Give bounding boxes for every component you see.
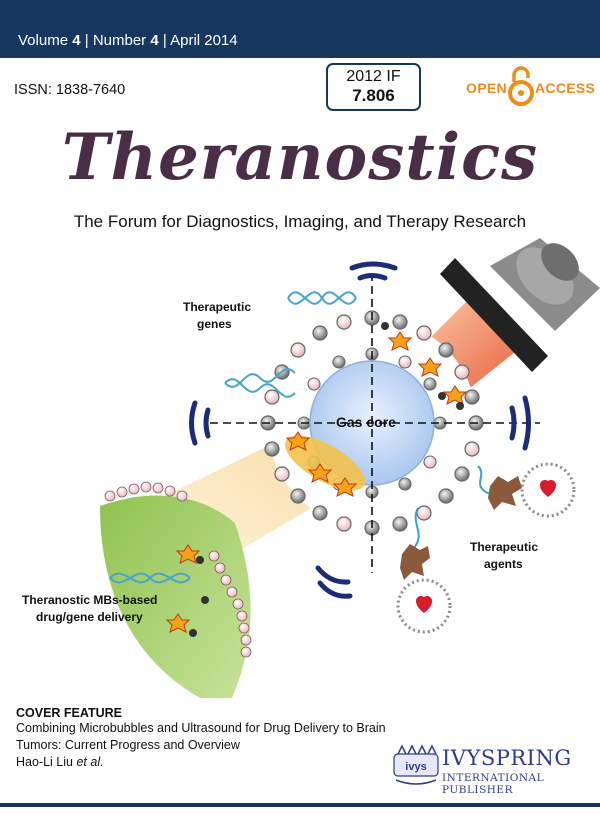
padlock-icon <box>508 66 534 106</box>
publisher-logo: ivys IVYSPRING INTERNATIONAL PUBLISHER <box>392 742 597 796</box>
therapeutic-agent-1 <box>477 462 576 518</box>
cover-feature-heading: COVER FEATURE <box>16 706 123 720</box>
cover-illustration: Therapeutic genes Gas core Therapeutic a… <box>22 238 600 698</box>
issue-number: 4 <box>150 32 159 49</box>
membrane-lipid-heads <box>104 481 252 658</box>
publisher-name: IVYSPRING <box>442 746 572 770</box>
ultrasound-transducer <box>440 238 600 372</box>
publisher-subtitle: INTERNATIONAL PUBLISHER <box>442 772 545 796</box>
journal-subtitle: The Forum for Diagnostics, Imaging, and … <box>73 212 527 231</box>
cover-feature-authors: Hao-Li Liu et al. <box>16 755 104 769</box>
impact-factor-value: 7.806 <box>352 86 395 105</box>
label-therapeutic-agents-2: agents <box>484 557 523 571</box>
open-access-logo: OPEN ACCESS <box>462 66 595 110</box>
oscillation-arcs <box>189 261 531 599</box>
drug-cores <box>189 322 464 637</box>
label-therapeutic-genes-2: genes <box>197 317 232 331</box>
open-access-word1: OPEN <box>466 80 507 96</box>
label-therapeutic-agents-1: Therapeutic <box>470 540 538 554</box>
issn: ISSN: 1838-7640 <box>14 82 126 98</box>
impact-factor-box: 2012 IF 7.806 <box>326 63 421 111</box>
volume-number: 4 <box>72 32 81 49</box>
ivyspring-emblem-icon: ivys <box>393 744 439 785</box>
cover-feature-title-line-1: Combining Microbubbles and Ultrasound fo… <box>16 721 386 735</box>
issue-info: Volume 4 | Number 4 | April 2014 <box>18 32 238 49</box>
label-delivery-1: Theranostic MBs-based <box>22 593 157 607</box>
cover-feature-title-line-2: Tumors: Current Progress and Overview <box>16 738 240 752</box>
cover-feature: COVER FEATURE Combining Microbubbles and… <box>16 706 406 771</box>
label-gas-core: Gas core <box>336 414 396 430</box>
publisher-logo-text: ivys <box>405 761 426 773</box>
cell-membrane <box>100 495 251 698</box>
label-delivery-2: drug/gene delivery <box>36 610 143 624</box>
journal-title: Theranostics <box>61 120 539 195</box>
issue-date: April 2014 <box>170 32 238 49</box>
impact-factor-label: 2012 IF <box>346 68 401 85</box>
label-therapeutic-genes-1: Therapeutic <box>183 300 251 314</box>
bottom-rule <box>0 803 600 807</box>
therapeutic-agent-2 <box>396 507 452 634</box>
drug-particles <box>165 331 468 633</box>
top-banner: Volume 4 | Number 4 | April 2014 <box>0 0 600 58</box>
crosshair-axes <box>210 273 540 573</box>
open-access-word2: ACCESS <box>535 80 596 96</box>
dna-strands <box>109 291 357 584</box>
